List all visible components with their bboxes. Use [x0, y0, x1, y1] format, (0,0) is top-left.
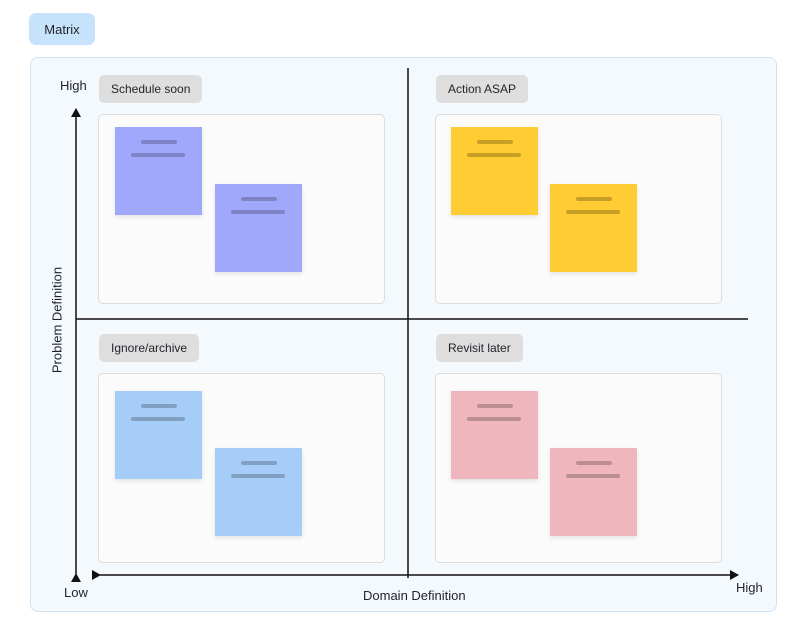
sticky-note[interactable]	[451, 391, 538, 479]
sticky-note[interactable]	[451, 127, 538, 215]
sticky-note[interactable]	[115, 391, 202, 479]
quadrant-label-action-asap[interactable]: Action ASAP	[436, 75, 529, 103]
sticky-note[interactable]	[115, 127, 202, 215]
x-axis-title: Domain Definition	[363, 588, 466, 603]
sticky-note[interactable]	[215, 448, 302, 536]
matrix-tag[interactable]: Matrix	[29, 13, 95, 45]
quadrant-label-schedule-soon[interactable]: Schedule soon	[99, 75, 203, 103]
quadrant-label-ignore-archive[interactable]: Ignore/archive	[99, 334, 200, 362]
y-axis-high-label: High	[60, 78, 87, 93]
quadrant-label-revisit-later[interactable]: Revisit later	[436, 334, 523, 362]
y-axis-title: Problem Definition	[49, 266, 65, 374]
sticky-note[interactable]	[550, 448, 637, 536]
y-axis-low-label: Low	[64, 585, 88, 600]
sticky-note[interactable]	[215, 184, 302, 272]
sticky-note[interactable]	[550, 184, 637, 272]
x-axis-high-label: High	[736, 580, 763, 595]
